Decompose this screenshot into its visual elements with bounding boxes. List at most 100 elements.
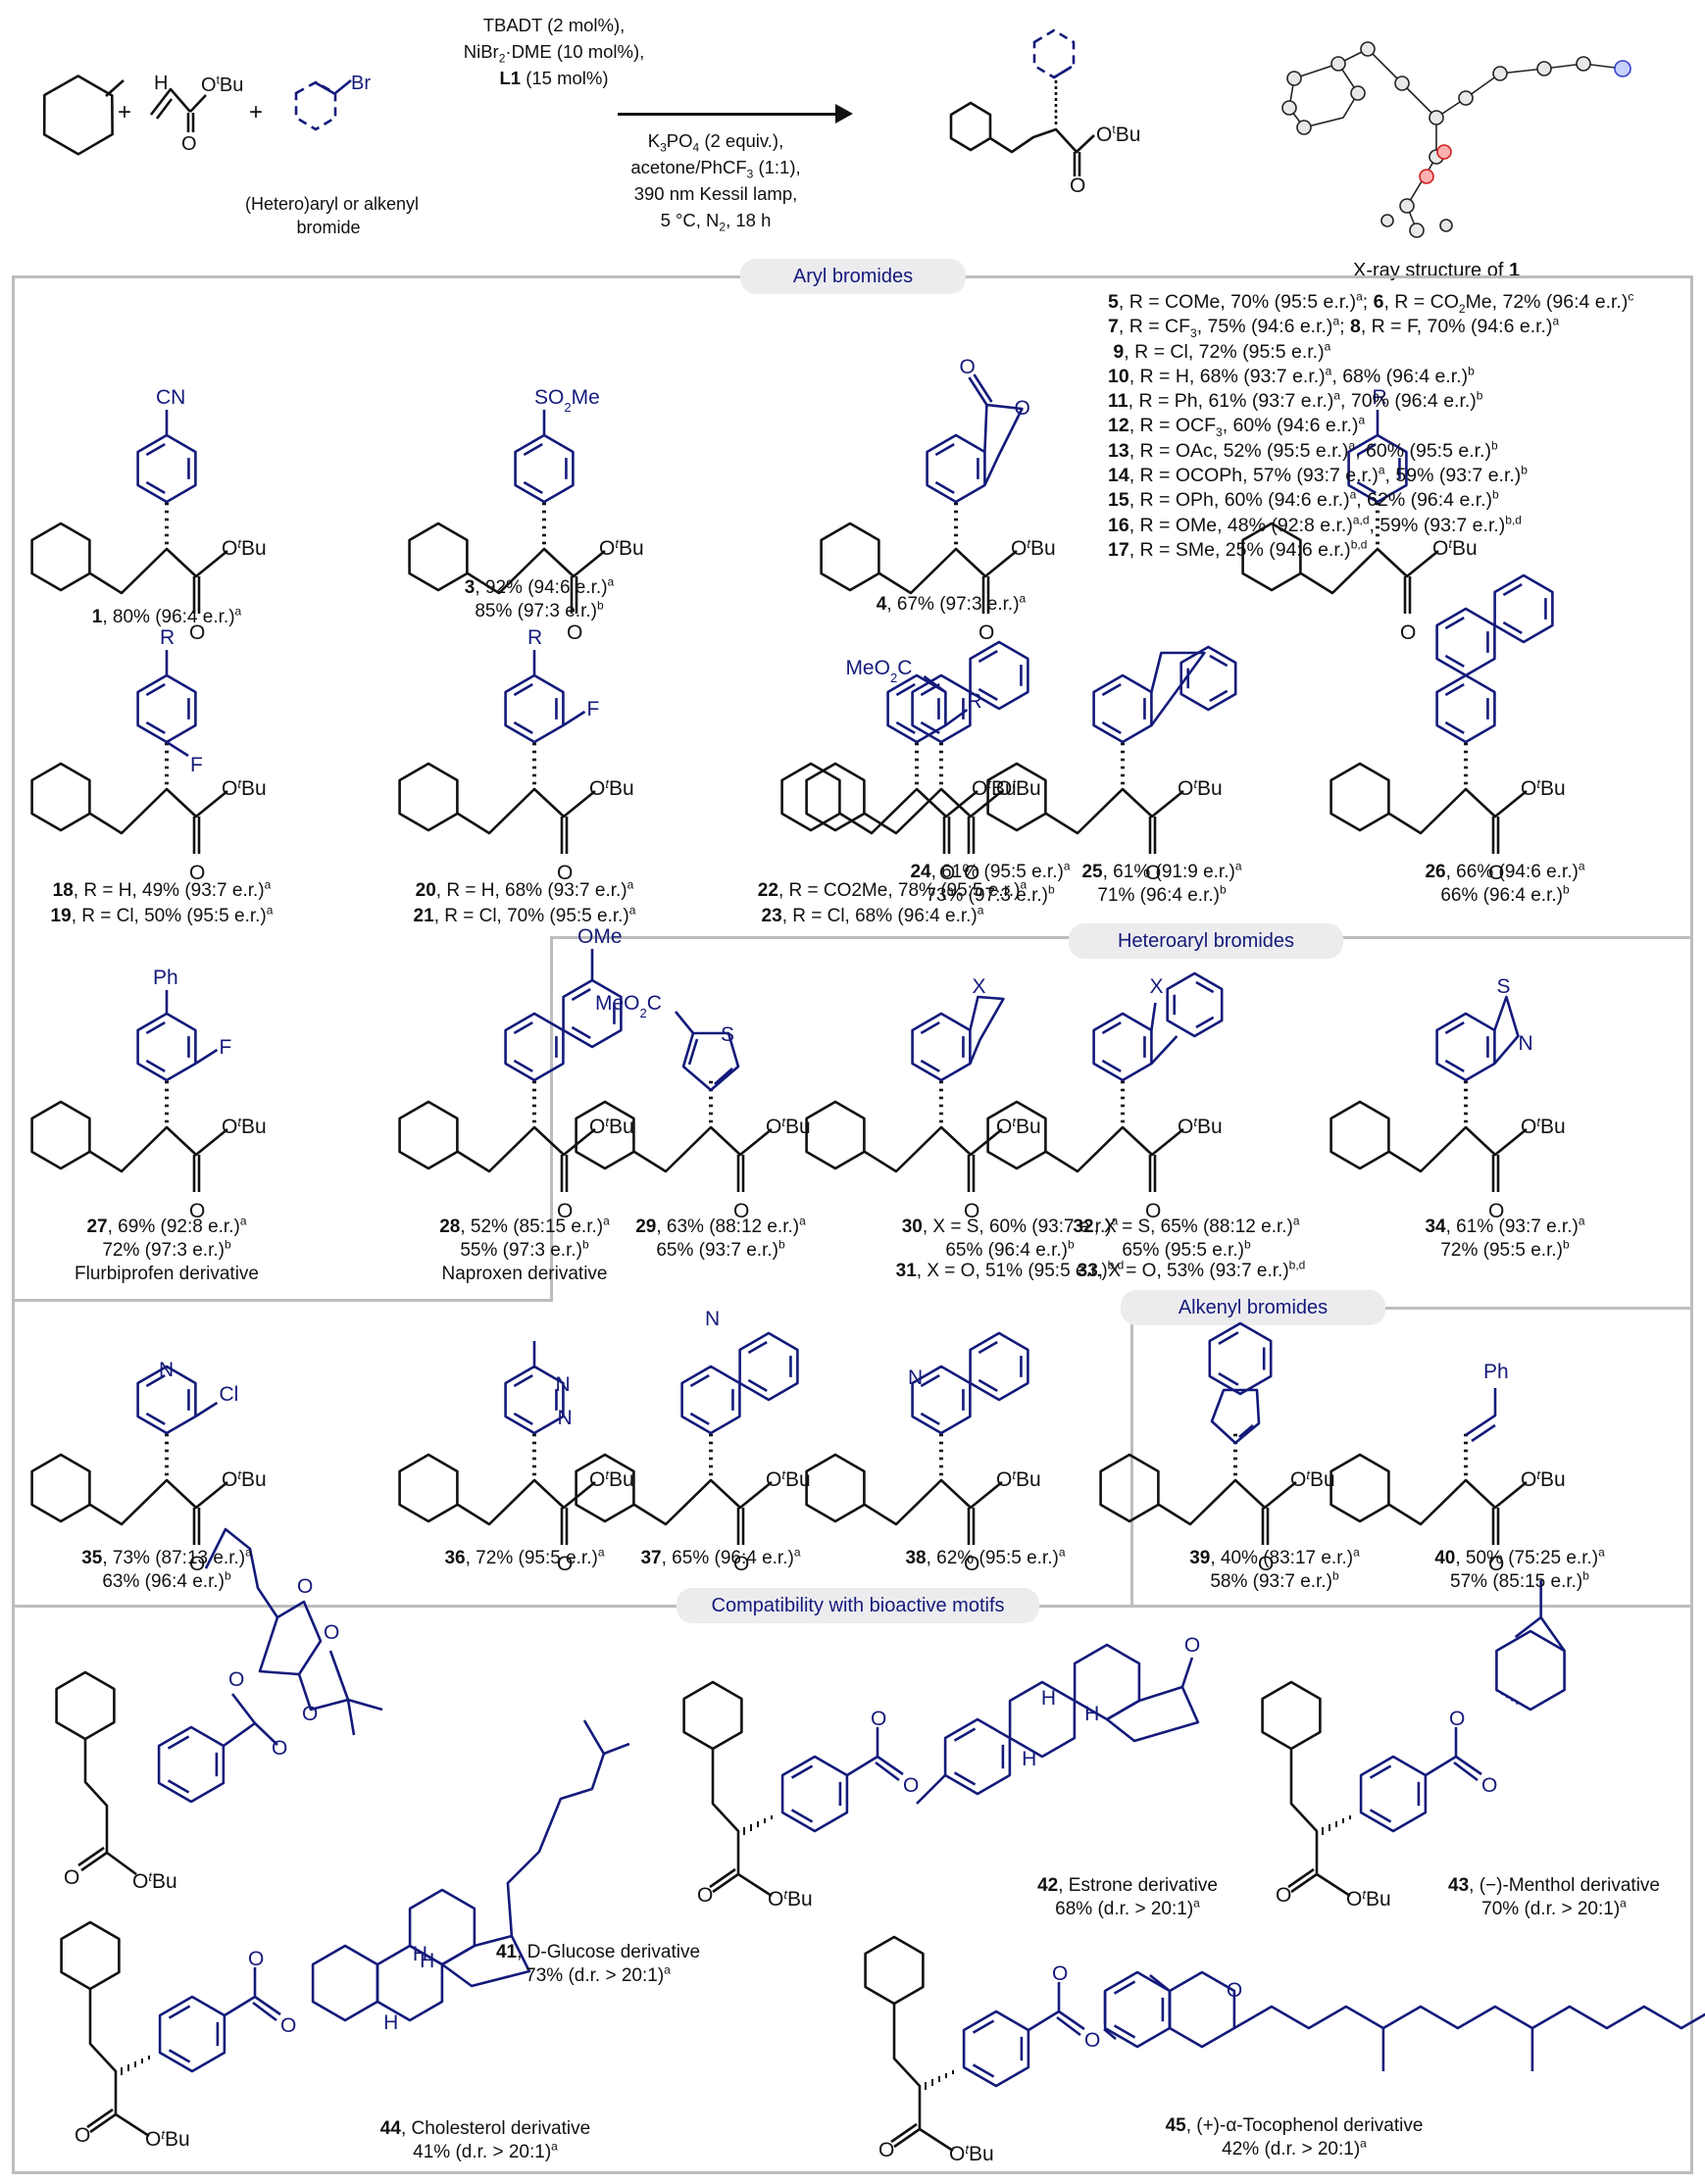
svg-text:O: O — [964, 1200, 979, 1222]
svg-text:OtBu: OtBu — [1178, 1115, 1223, 1139]
compound-yield-line: 1, 80% (96:4 e.r.)a — [91, 604, 242, 627]
svg-text:OtBu: OtBu — [1346, 1887, 1391, 1911]
compound-yield-line: 55% (97:3 e.r.)b — [460, 1237, 589, 1261]
svg-text:OtBu: OtBu — [132, 1869, 177, 1894]
aryl-bromide-reactant — [294, 78, 352, 131]
compound-yield-line: 73% (97:3 e.r.)b — [926, 882, 1055, 906]
substituent-label: X — [1149, 975, 1163, 998]
h-label: H — [420, 1950, 434, 1972]
svg-text:O: O — [697, 1884, 713, 1907]
condition-solvent: acetone/PhCF3 (1:1), — [630, 157, 801, 181]
svg-text:O: O — [964, 862, 979, 884]
compound-yield-line: 41, D-Glucose derivative — [495, 1942, 701, 1962]
substituent-label: N — [159, 1359, 174, 1381]
svg-text:OtBu: OtBu — [768, 1887, 813, 1911]
compound-yield-line: 20, R = H, 68% (93:7 e.r.)a — [415, 877, 634, 901]
compound-yield-line: 19, R = Cl, 50% (95:5 e.r.)a — [50, 903, 274, 926]
compound-yield-line: 33, X = O, 53% (93:7 e.r.)b,d — [1077, 1258, 1306, 1281]
condition-temp: 5 °C, N2, 18 h — [660, 210, 772, 234]
svg-text:O: O — [1488, 862, 1504, 884]
svg-text:OtBu: OtBu — [222, 776, 267, 801]
r-series-item: 7, R = CF3, 75% (94:6 e.r.)a; 8, R = F, … — [1108, 314, 1560, 341]
svg-text:OtBu: OtBu — [589, 1115, 634, 1139]
compound-yield-line: 58% (93:7 e.r.)b — [1210, 1568, 1339, 1592]
compound-label-19: 19, R = Cl, 50% (95:5 e.r.)a — [15, 905, 309, 928]
h-label: H — [1041, 1687, 1056, 1710]
compound-label-38: 38, 62% (95:5 e.r.)a — [863, 1547, 1108, 1570]
svg-text:O: O — [978, 621, 994, 644]
compound-label-23: 23, R = Cl, 68% (96:4 e.r.)a — [726, 905, 1020, 928]
svg-text:O: O — [567, 621, 582, 644]
substituent-label: OMe — [577, 925, 623, 948]
acrylate-reactant — [149, 87, 207, 132]
svg-text:O: O — [1258, 1553, 1274, 1575]
compound-yield-line: 34, 61% (93:7 e.r.)a — [1425, 1214, 1585, 1237]
compound-yield-line: 38, 62% (95:5 e.r.)a — [905, 1545, 1066, 1568]
substituent-label: Ph — [153, 967, 178, 989]
compound-yield-line: 28, 52% (85:15 e.r.)a — [439, 1214, 610, 1237]
svg-text:O: O — [64, 1866, 79, 1889]
compound-yield-line: 73% (d.r. > 20:1)a — [526, 1962, 671, 1986]
compound-yield-line: 32, X = S, 65% (88:12 e.r.)a — [1073, 1214, 1300, 1237]
acrylate-o-label: O — [181, 133, 197, 155]
general-product — [949, 28, 1095, 176]
compound-yield-line: 72% (97:3 e.r.)b — [102, 1237, 231, 1261]
svg-text:OtBu: OtBu — [766, 1467, 811, 1492]
substituent-label: N — [908, 1366, 923, 1389]
condition-catalyst: TBADT (2 mol%), — [482, 15, 626, 35]
svg-text:OtBu: OtBu — [1432, 536, 1478, 561]
substituent-label: N — [1518, 1032, 1532, 1055]
compound-yield-line: 72% (95:5 e.r.)b — [1440, 1237, 1570, 1261]
svg-text:OtBu: OtBu — [1011, 536, 1056, 561]
substituent-label: O — [1449, 1708, 1465, 1730]
compound-yield-line: 27, 69% (92:8 e.r.)a — [86, 1214, 247, 1237]
substituent-label: O — [324, 1621, 339, 1644]
compound-label-4: 4, 67% (97:3 e.r.)a — [804, 593, 1098, 617]
compound-yield-line: 66% (96:4 e.r.)b — [1440, 882, 1570, 906]
compound-label-31: 31, X = O, 51% (95:5 e.r.)b,d — [853, 1260, 1167, 1283]
svg-text:OtBu: OtBu — [766, 1115, 811, 1139]
compound-yield-line: 70% (d.r. > 20:1)a — [1481, 1896, 1627, 1919]
compound-yield-line: 22, R = CO2Me, 78% (95:5 e.r.)a — [757, 877, 1028, 901]
h-label: H — [1084, 1703, 1099, 1725]
compound-yield-line: 23, R = Cl, 68% (96:4 e.r.)a — [761, 903, 984, 926]
plus-sign: + — [118, 99, 132, 125]
svg-text:O: O — [1488, 1553, 1504, 1575]
r-series-item: 17, R = SMe, 25% (94:6 e.r.)b,d — [1108, 537, 1368, 561]
substituent-label: Cl — [219, 1383, 238, 1406]
svg-text:O: O — [557, 1200, 573, 1222]
compound-yield-line: 65% (95:5 e.r.)b — [1122, 1237, 1251, 1261]
substituent-label: O — [871, 1708, 886, 1730]
substituent-label: N — [557, 1407, 572, 1429]
h-label: H — [1022, 1748, 1036, 1770]
svg-text:OtBu: OtBu — [1178, 776, 1223, 801]
r-series-item: 12, R = OCF3, 60% (94:6 e.r.)a — [1108, 413, 1366, 440]
h-label: H — [413, 1943, 427, 1965]
svg-text:O: O — [1276, 1884, 1291, 1907]
bromide-caption: (Hetero)aryl or alkenyl bromide — [245, 194, 420, 237]
substituent-label: S — [1496, 975, 1510, 998]
condition-ligand: L1 (15 mol%) — [499, 68, 609, 88]
product-otbu-label: OtBu — [1096, 123, 1141, 146]
divider-lower-left — [12, 1299, 553, 1302]
conditions-below: K3PO4 (2 equiv.), acetone/PhCF3 (1:1), 3… — [559, 127, 873, 233]
substituent-label: R — [160, 626, 175, 649]
svg-text:O: O — [733, 1553, 749, 1575]
